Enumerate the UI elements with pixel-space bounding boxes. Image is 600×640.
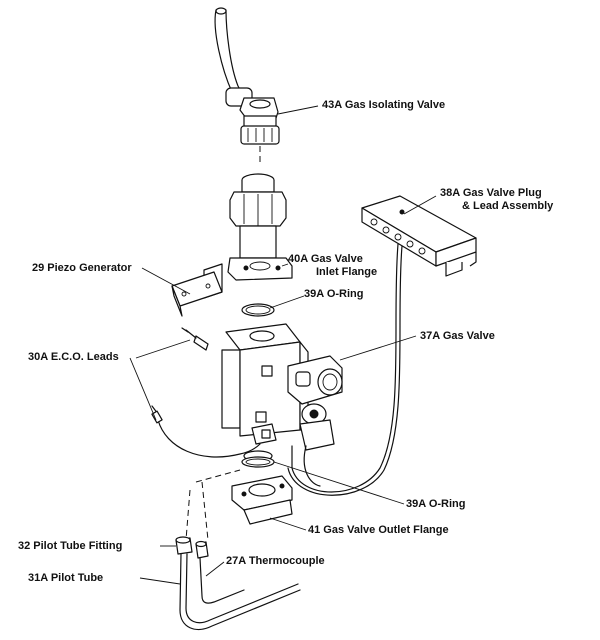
gas-valve [221, 323, 343, 462]
label-40a-line-2: Inlet Flange [316, 266, 378, 278]
label-37a-gas-valve: 37A Gas Valve [420, 330, 495, 342]
label-39a-o-ring-top: 39A O-Ring [304, 288, 364, 300]
label-29-piezo-generator: 29 Piezo Generator [32, 262, 132, 274]
label-40a-line-1: 40A Gas Valve [288, 253, 363, 265]
eco-leads [151, 327, 261, 458]
label-27a-thermocouple: 27A Thermocouple [226, 555, 325, 567]
label-38a-gas-valve-plug-lead-assembly: 38A Gas Valve Plug & Lead Assembly [440, 187, 553, 213]
gas-valve-inlet-flange [227, 173, 293, 281]
piezo-generator [171, 263, 223, 317]
label-38a-line-1: 38A Gas Valve Plug [440, 187, 542, 199]
label-41-gas-valve-outlet-flange: 41 Gas Valve Outlet Flange [308, 524, 449, 536]
gas-isolating-valve [214, 7, 280, 166]
gas-valve-plug-lead-assembly [287, 195, 477, 496]
label-40a-gas-valve-inlet-flange: 40A Gas Valve Inlet Flange [288, 253, 377, 279]
leader-lines [129, 105, 437, 585]
label-43a-gas-isolating-valve: 43A Gas Isolating Valve [322, 99, 446, 111]
label-39a-o-ring-bottom: 39A O-Ring [406, 498, 466, 510]
o-ring-bottom [241, 456, 275, 468]
label-31a-pilot-tube: 31A Pilot Tube [28, 572, 104, 584]
label-30a-eco-leads: 30A E.C.O. Leads [28, 351, 119, 363]
gas-valve-outlet-flange [231, 475, 293, 525]
label-32-pilot-tube-fitting: 32 Pilot Tube Fitting [18, 540, 123, 552]
label-38a-line-2: & Lead Assembly [462, 200, 554, 212]
pilot-tube-assembly [175, 469, 301, 631]
